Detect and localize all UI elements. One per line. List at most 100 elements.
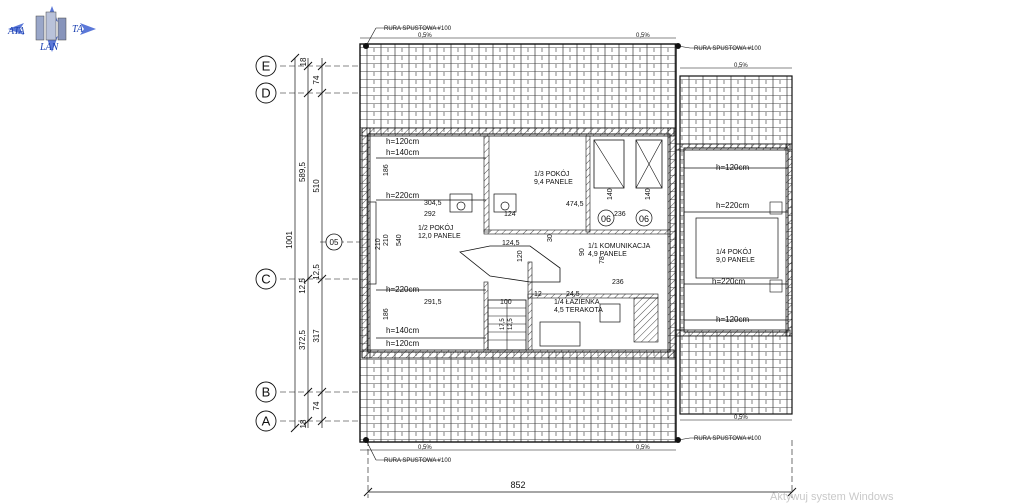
room-1-4a-area: 4,5 TERAKOTA [554, 307, 603, 314]
dim-186-b: 186 [383, 308, 390, 320]
axis-d-bubble [255, 82, 277, 104]
dim-540: 540 [396, 234, 403, 246]
dim-18-top: 18 [299, 57, 308, 66]
wing-height-220-bottom: h=220cm [712, 277, 745, 286]
dim-124-5: 124,5 [502, 240, 520, 247]
small-box-2 [769, 279, 783, 293]
skylight-left [367, 201, 377, 285]
height-220-bottom: h=220cm [386, 285, 419, 294]
dim-30: 30 [547, 234, 554, 242]
drain-label-bottom-left: RURA SPUSTOWA #100 [384, 458, 452, 464]
partition-2 [585, 135, 591, 233]
dim-186-a: 186 [383, 164, 390, 176]
room-1-1-name: 1/1 KOMUNIKACJA [588, 243, 651, 250]
wall-left [361, 127, 371, 359]
height-220-top: h=220cm [386, 191, 419, 200]
dim-140-a: 140 [607, 188, 614, 200]
axis-e-label: E [262, 59, 271, 74]
axis-b-bubble [255, 381, 277, 403]
logo-word-1: ATA [7, 26, 26, 37]
desk-furniture [449, 193, 517, 213]
dim-236-b: 236 [612, 279, 624, 286]
dim-12-5-inner: 12,5 [508, 318, 514, 330]
dim-120: 120 [517, 250, 524, 262]
wall-wing-bottom [675, 329, 791, 337]
slope-4: 0,5% [418, 445, 432, 451]
drain-label-top-left: RURA SPUSTOWA #100 [384, 26, 452, 32]
height-140-bottom: h=140cm [386, 326, 419, 335]
partition-1 [483, 135, 490, 233]
dim-474-5: 474,5 [566, 201, 584, 208]
wall-wing-top [675, 143, 791, 151]
dim-17-5: 17,5 [500, 318, 506, 330]
wing-attic-floor [683, 147, 789, 333]
partition-4 [483, 281, 489, 351]
stairwell-opening [459, 245, 561, 283]
dim-304-5: 304,5 [424, 200, 442, 207]
dim-852: 852 [510, 480, 525, 490]
room-1-4b-name: 1/4 POKÓJ [716, 247, 751, 256]
dim-12-5-a: 12,5 [312, 264, 321, 280]
slope-6: 0,5% [734, 415, 748, 421]
axis-05-label: 05 [330, 238, 339, 247]
partition-5 [527, 261, 533, 351]
wall-top [361, 127, 675, 137]
door-tag-06a [597, 209, 615, 227]
partition-3 [483, 229, 671, 235]
closet [635, 139, 663, 189]
room-1-3-name: 1/3 POKÓJ [534, 169, 569, 178]
dim-210-a: 210 [383, 234, 390, 246]
drain-label-top-right: RURA SPUSTOWA #100 [694, 46, 762, 52]
slope-2: 0,5% [636, 33, 650, 39]
dim-124: 124 [504, 211, 516, 218]
wall-bottom [361, 349, 675, 359]
windows-activation-watermark: Aktywuj system Windows [770, 491, 894, 503]
dim-78: 78 [599, 256, 606, 264]
drain-label-bottom-right: RURA SPUSTOWA #100 [694, 436, 762, 442]
axis-b-label: B [262, 385, 271, 400]
dim-210-b: 210 [375, 238, 382, 250]
dim-317: 317 [312, 329, 321, 343]
dim-90: 90 [579, 248, 586, 256]
dim-18-bottom: 18 [299, 419, 308, 428]
dim-24-5: 24,5 [566, 291, 580, 298]
logo-word-2: TA [72, 24, 84, 35]
room-1-2-area: 12,0 PANELE [418, 233, 461, 240]
height-120-top: h=120cm [386, 137, 419, 146]
axis-05-bubble [325, 233, 343, 251]
axis-d-label: D [261, 86, 270, 101]
dim-372-5: 372,5 [298, 329, 307, 350]
wall-wing-right [785, 143, 793, 337]
dim-74-bottom: 74 [312, 401, 321, 410]
wing-height-120-bottom: h=120cm [716, 315, 749, 324]
axis-a-label: A [262, 414, 271, 429]
room-1-2-name: 1/2 POKÓJ [418, 223, 453, 232]
room-1-4a-name: 1/4 ŁAZIENKA [554, 299, 600, 306]
wardrobe [593, 139, 625, 189]
door-tag-06a-text: 06 [601, 214, 611, 224]
partition-7 [633, 297, 659, 343]
dim-1001: 1001 [285, 231, 294, 249]
dim-236-a: 236 [614, 211, 626, 218]
dim-292: 292 [424, 211, 436, 218]
company-logo: ATA TA LAN [7, 6, 96, 53]
dim-291-5: 291,5 [424, 299, 442, 306]
small-box-1 [769, 201, 783, 215]
axis-e-bubble [255, 55, 277, 77]
bathroom-fixtures [539, 303, 621, 347]
wing-height-220-top: h=220cm [716, 201, 749, 210]
dim-74-top: 74 [312, 75, 321, 84]
slope-5: 0,5% [636, 445, 650, 451]
room-1-3-area: 9,4 PANELE [534, 179, 573, 186]
dim-589: 589,5 [298, 161, 307, 182]
staircase [487, 299, 527, 351]
dim-140-b: 140 [645, 188, 652, 200]
dim-12: 12 [534, 291, 542, 298]
door-tag-06b-text: 06 [639, 214, 649, 224]
dim-100: 100 [500, 299, 512, 306]
room-1-1-area: 4,9 PANELE [588, 251, 627, 258]
axis-c-label: C [261, 272, 270, 287]
height-140-top: h=140cm [386, 148, 419, 157]
wing-room-box [695, 217, 779, 279]
